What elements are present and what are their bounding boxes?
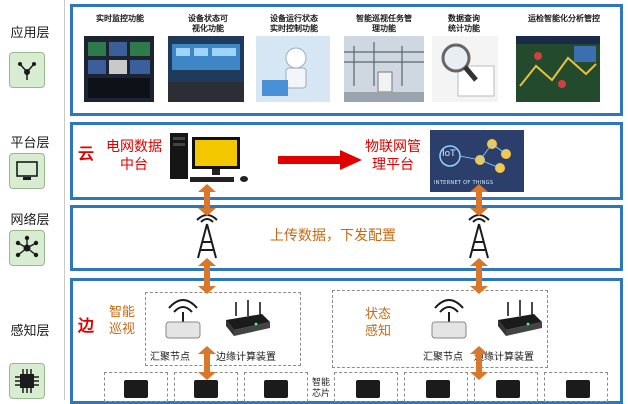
- double-arrow-edge-sensors-left: [198, 346, 216, 380]
- left-edge-group-box: [145, 292, 301, 366]
- network-layer-box: [70, 205, 623, 271]
- robot-control-image: [256, 36, 330, 102]
- monitoring-screens-image: [84, 36, 154, 102]
- data-center-label: 电网数据中台: [106, 139, 162, 173]
- state-sensing-group-label: 状态感知: [364, 307, 391, 339]
- iot-image-caption: INTERNET OF THINGS: [434, 180, 494, 186]
- cloud-label: 云: [78, 144, 95, 163]
- sensor-device-icon: [496, 380, 520, 398]
- app-title-realtime-monitoring: 实时监控功能: [96, 14, 144, 23]
- layer-label-perception: 感知层: [10, 324, 50, 339]
- iot-image: IoT INTERNET OF THINGS: [430, 130, 524, 192]
- app-title-smart-analysis: 运检智能化分析管控: [528, 14, 600, 23]
- right-gateway-label: 汇聚节点: [423, 352, 463, 363]
- map-dashboard-image: [516, 36, 600, 102]
- sensor-device-icon: [356, 380, 380, 398]
- sensor-device-icon: [124, 380, 148, 398]
- iot-badge-text: IoT: [442, 149, 456, 159]
- network-share-icon: [9, 52, 45, 88]
- right-tower-icon: [464, 214, 494, 260]
- left-gateway-icon: [160, 298, 206, 342]
- network-node-icon: [9, 230, 45, 266]
- app-title-device-visualization: 设备状态可视化功能: [188, 14, 228, 33]
- double-arrow-platform-network-right: [470, 184, 488, 216]
- chip-icon: [9, 363, 45, 399]
- right-edge-device-label: 边缘计算装置: [474, 352, 534, 363]
- double-arrow-edge-sensors-right: [470, 346, 488, 380]
- magnifier-documents-image: [432, 36, 498, 102]
- perception-layer-box: [70, 278, 623, 404]
- server-computer-icon: [166, 131, 248, 187]
- app-title-realtime-control: 设备运行状态实时控制功能: [270, 14, 318, 33]
- sensor-device-icon: [264, 380, 288, 398]
- left-gateway-label: 汇聚节点: [150, 352, 190, 363]
- double-arrow-network-perception-right: [470, 258, 488, 294]
- double-arrow-platform-network-left: [198, 184, 216, 216]
- left-edge-device-icon: [222, 300, 272, 340]
- layer-label-network: 网络层: [10, 213, 50, 228]
- double-arrow-network-perception-left: [198, 258, 216, 294]
- smart-chip-label: 智能芯片: [312, 378, 331, 399]
- edge-label: 边: [78, 316, 95, 335]
- network-caption: 上传数据，下发配置: [270, 228, 396, 244]
- layer-label-application: 应用层: [10, 26, 50, 41]
- right-edge-device-icon: [494, 300, 544, 340]
- right-arrow-icon: [278, 150, 362, 170]
- left-tower-icon: [192, 214, 222, 260]
- sensor-device-icon: [426, 380, 450, 398]
- substation-robot-image: [344, 36, 424, 102]
- iot-platform-label: 物联网管理平台: [365, 139, 421, 173]
- control-room-image: [168, 36, 244, 102]
- app-title-smart-inspection: 智能巡视任务管理功能: [356, 14, 412, 33]
- app-title-data-query: 数据查询统计功能: [448, 14, 480, 33]
- layer-label-platform: 平台层: [10, 136, 50, 151]
- smart-inspection-group-label: 智能巡视: [108, 305, 135, 337]
- sensor-device-icon: [566, 380, 590, 398]
- left-edge-device-label: 边缘计算装置: [216, 352, 276, 363]
- sensor-device-icon: [194, 380, 218, 398]
- right-gateway-icon: [426, 298, 472, 342]
- monitor-icon: [9, 153, 45, 189]
- right-edge-group-box: [332, 290, 548, 368]
- layer-column-divider: [64, 0, 65, 400]
